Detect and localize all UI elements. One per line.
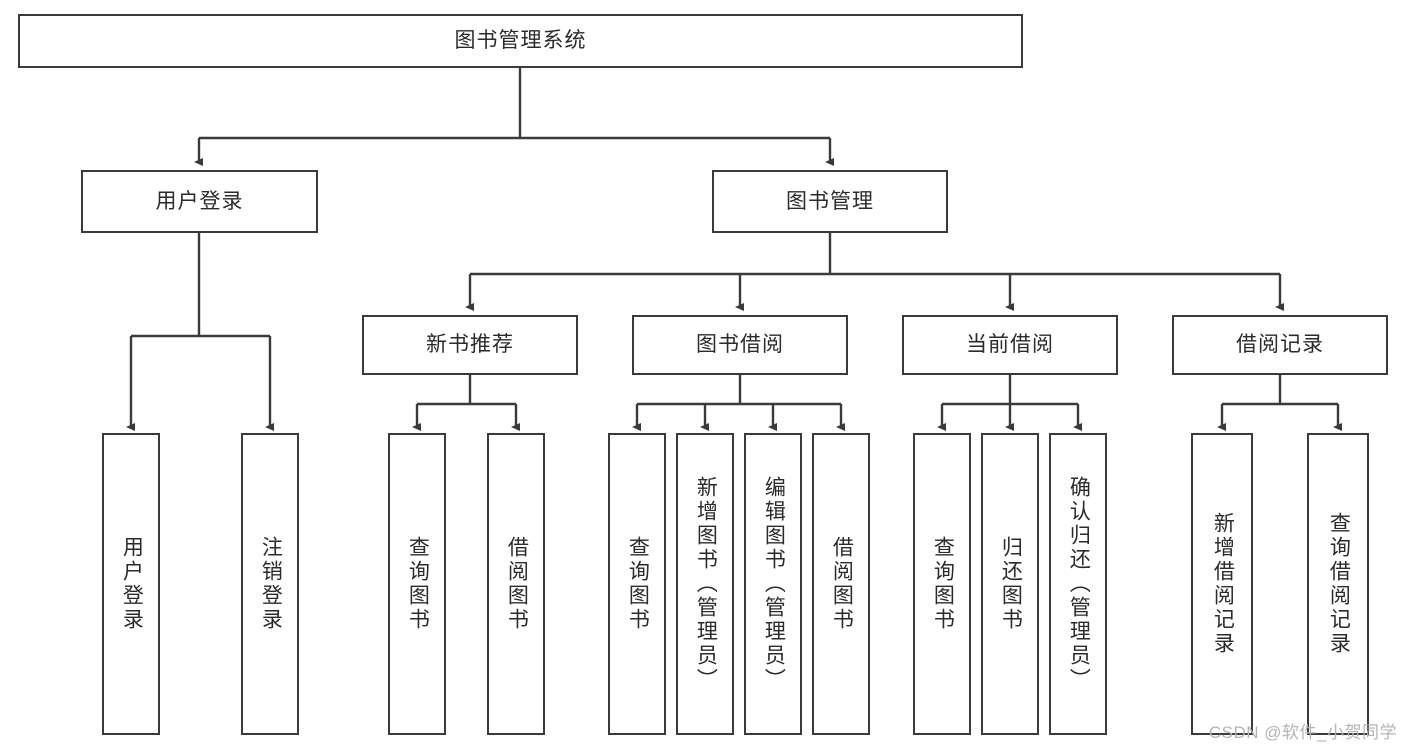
node-book-borrow[interactable]: 图书借阅 bbox=[632, 315, 848, 375]
leaf-book-borrow-borrow-book[interactable]: 借阅图书 bbox=[812, 433, 870, 735]
node-label: 编辑图书（管理员） bbox=[762, 476, 786, 692]
node-label: 图书管理 bbox=[786, 189, 874, 213]
leaf-user-login-login[interactable]: 用户登录 bbox=[102, 433, 160, 735]
leaf-current-borrow-query-book[interactable]: 查询图书 bbox=[913, 433, 971, 735]
node-label: 新增借阅记录 bbox=[1211, 512, 1235, 656]
node-label: 图书管理系统 bbox=[454, 29, 587, 53]
node-label: 注销登录 bbox=[259, 536, 283, 632]
node-label: 用户登录 bbox=[120, 536, 144, 632]
node-label: 用户登录 bbox=[155, 189, 244, 213]
node-label: 当前借阅 bbox=[966, 333, 1054, 357]
leaf-new-book-borrow-book[interactable]: 借阅图书 bbox=[487, 433, 545, 735]
node-label: 查询图书 bbox=[626, 536, 650, 632]
node-label: 查询借阅记录 bbox=[1327, 512, 1351, 656]
node-label: 新增图书（管理员） bbox=[694, 476, 718, 692]
node-label: 新书推荐 bbox=[426, 333, 514, 357]
node-label: 借阅图书 bbox=[830, 536, 854, 632]
leaf-borrow-record-add-record[interactable]: 新增借阅记录 bbox=[1191, 433, 1253, 735]
node-borrow-record[interactable]: 借阅记录 bbox=[1172, 315, 1388, 375]
node-label: 查询图书 bbox=[931, 536, 955, 632]
node-label: 确认归还（管理员） bbox=[1067, 476, 1091, 692]
watermark: CSDN @软件_小贺同学 bbox=[1208, 723, 1397, 742]
leaf-current-borrow-confirm-return-admin[interactable]: 确认归还（管理员） bbox=[1049, 433, 1107, 735]
leaf-borrow-record-query-record[interactable]: 查询借阅记录 bbox=[1307, 433, 1369, 735]
leaf-book-borrow-edit-book-admin[interactable]: 编辑图书（管理员） bbox=[744, 433, 802, 735]
leaf-user-login-logout[interactable]: 注销登录 bbox=[241, 433, 299, 735]
node-book-management[interactable]: 图书管理 bbox=[712, 170, 948, 233]
leaf-current-borrow-return-book[interactable]: 归还图书 bbox=[981, 433, 1039, 735]
node-label: 图书借阅 bbox=[696, 333, 784, 357]
node-current-borrow[interactable]: 当前借阅 bbox=[902, 315, 1118, 375]
node-label: 借阅记录 bbox=[1236, 333, 1324, 357]
leaf-book-borrow-query-book[interactable]: 查询图书 bbox=[608, 433, 666, 735]
node-root-system[interactable]: 图书管理系统 bbox=[18, 14, 1023, 68]
node-user-login[interactable]: 用户登录 bbox=[81, 170, 318, 233]
node-label: 归还图书 bbox=[999, 536, 1023, 632]
node-new-book-recommend[interactable]: 新书推荐 bbox=[362, 315, 578, 375]
node-label: 查询图书 bbox=[406, 536, 430, 632]
node-label: 借阅图书 bbox=[505, 536, 529, 632]
leaf-new-book-query-book[interactable]: 查询图书 bbox=[388, 433, 446, 735]
leaf-book-borrow-add-book-admin[interactable]: 新增图书（管理员） bbox=[676, 433, 734, 735]
